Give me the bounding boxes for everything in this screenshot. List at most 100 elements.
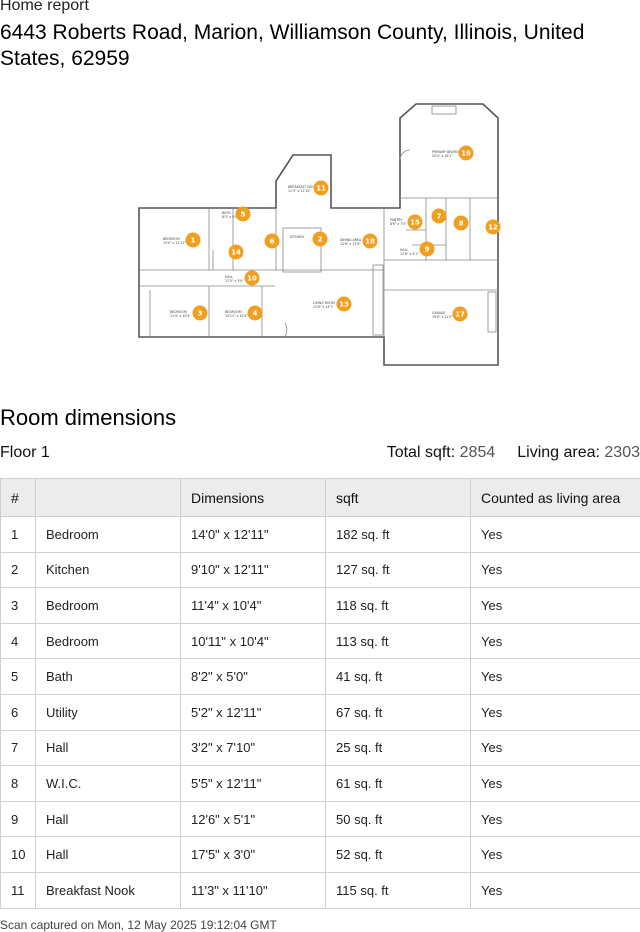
svg-text:5: 5 <box>241 211 246 219</box>
room-dimensions: 5'5" x 12'11" <box>180 765 326 802</box>
room-sqft: 52 sq. ft <box>325 836 471 873</box>
svg-text:PANTRY: PANTRY <box>390 218 402 222</box>
svg-text:BREAKFAST NOOK: BREAKFAST NOOK <box>288 185 318 189</box>
svg-text:14: 14 <box>231 249 241 257</box>
svg-text:11'3" x 11'10": 11'3" x 11'10" <box>288 189 311 193</box>
room-marker-6: 6 <box>264 233 280 249</box>
svg-text:12'8" x 13'9": 12'8" x 13'9" <box>340 242 361 246</box>
floor-plan: BEDROOM 14'0" x 12'11" KITCHEN BEDROOM 1… <box>138 103 501 366</box>
room-number: 4 <box>0 622 36 660</box>
room-dimensions: 11'3" x 11'10" <box>180 871 326 909</box>
room-marker-13: 13 <box>336 296 352 312</box>
room-number: 2 <box>0 551 36 589</box>
room-living-area: Yes <box>470 658 640 695</box>
room-living-area: Yes <box>470 551 640 589</box>
svg-text:17'5" x 3'0": 17'5" x 3'0" <box>225 279 244 283</box>
svg-text:HALL: HALL <box>400 248 408 252</box>
svg-text:4: 4 <box>253 310 258 318</box>
svg-text:22'6" x 14'7": 22'6" x 14'7" <box>313 305 334 309</box>
room-living-area: Yes <box>470 800 640 838</box>
svg-text:BEDROOM: BEDROOM <box>170 310 187 314</box>
column-header-dimensions: Dimensions <box>180 478 326 517</box>
svg-text:6: 6 <box>270 238 275 246</box>
room-sqft: 115 sq. ft <box>325 871 471 909</box>
room-dimensions: 17'5" x 3'0" <box>180 836 326 873</box>
room-dimensions: 12'6" x 5'1" <box>180 800 326 838</box>
svg-text:7: 7 <box>437 213 442 221</box>
svg-text:LIVING ROOM: LIVING ROOM <box>313 301 335 305</box>
room-marker-10: 10 <box>244 270 260 286</box>
room-living-area: Yes <box>470 516 640 553</box>
svg-text:2: 2 <box>318 236 323 244</box>
room-marker-12: 12 <box>485 219 501 235</box>
room-number: 10 <box>0 836 36 873</box>
room-living-area: Yes <box>470 587 640 624</box>
svg-text:BATH: BATH <box>222 211 231 215</box>
room-marker-1: 1 <box>185 232 201 248</box>
room-dimensions: 8'2" x 5'0" <box>180 658 326 695</box>
room-dimensions: 5'2" x 12'11" <box>180 693 326 731</box>
total-sqft-label: Total sqft: <box>386 444 456 461</box>
svg-text:11: 11 <box>316 185 326 193</box>
room-sqft: 118 sq. ft <box>325 587 471 624</box>
room-living-area: Yes <box>470 729 640 767</box>
column-header-number: # <box>0 478 36 517</box>
svg-text:19'9" x 21'0": 19'9" x 21'0" <box>432 315 453 319</box>
room-number: 6 <box>0 693 36 731</box>
room-name: Breakfast Nook <box>35 871 181 909</box>
room-marker-4: 4 <box>247 305 263 321</box>
room-number: 5 <box>0 658 36 695</box>
room-marker-9: 9 <box>419 241 435 257</box>
room-marker-11: 11 <box>313 180 329 196</box>
room-marker-16: 16 <box>458 145 474 161</box>
property-address: 6443 Roberts Road, Marion, Williamson Co… <box>0 21 585 70</box>
room-dimensions-table: # Dimensions sqft Counted as living area… <box>0 478 640 909</box>
svg-text:11'4" x 10'4": 11'4" x 10'4" <box>170 314 191 318</box>
svg-text:15: 15 <box>410 219 420 227</box>
room-number: 9 <box>0 800 36 838</box>
room-living-area: Yes <box>470 622 640 660</box>
total-sqft-value: 2854 <box>459 444 496 461</box>
svg-text:10: 10 <box>247 275 257 283</box>
room-sqft: 67 sq. ft <box>325 693 471 731</box>
svg-text:BEDROOM: BEDROOM <box>163 237 180 241</box>
svg-text:12'6" x 5'1": 12'6" x 5'1" <box>400 252 419 256</box>
room-sqft: 182 sq. ft <box>325 516 471 553</box>
svg-text:13: 13 <box>339 301 349 309</box>
svg-text:3: 3 <box>198 310 203 318</box>
room-dimensions: 10'11" x 10'4" <box>180 622 326 660</box>
floor-plan-labels: BEDROOM 14'0" x 12'11" KITCHEN BEDROOM 1… <box>163 150 464 319</box>
room-name: Bath <box>35 658 181 695</box>
svg-text:DINING AREA: DINING AREA <box>340 238 362 242</box>
room-sqft: 127 sq. ft <box>325 551 471 589</box>
section-title: Room dimensions <box>0 405 177 430</box>
svg-text:1: 1 <box>191 237 196 245</box>
svg-text:16: 16 <box>461 150 471 158</box>
report-label: Home report <box>0 0 89 14</box>
room-name: Hall <box>35 800 181 838</box>
svg-text:12: 12 <box>488 224 498 232</box>
room-marker-2: 2 <box>312 231 328 247</box>
room-sqft: 50 sq. ft <box>325 800 471 838</box>
room-marker-17: 17 <box>452 306 468 322</box>
room-marker-5: 5 <box>235 206 251 222</box>
room-number: 1 <box>0 516 36 553</box>
room-name: Kitchen <box>35 551 181 589</box>
svg-text:8: 8 <box>459 220 464 228</box>
svg-text:BEDROOM: BEDROOM <box>225 310 242 314</box>
room-marker-14: 14 <box>228 244 244 260</box>
room-living-area: Yes <box>470 765 640 802</box>
room-marker-15: 15 <box>407 214 423 230</box>
room-dimensions: 14'0" x 12'11" <box>180 516 326 553</box>
svg-text:10'11" x 10'4": 10'11" x 10'4" <box>225 314 248 318</box>
room-name: W.I.C. <box>35 765 181 802</box>
room-name: Bedroom <box>35 622 181 660</box>
